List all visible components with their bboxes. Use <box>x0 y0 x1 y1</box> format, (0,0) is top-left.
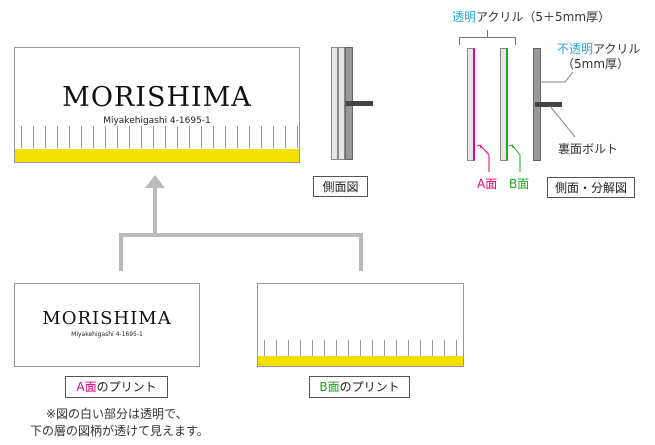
print-b-label: B面のプリント <box>309 376 410 398</box>
side-view-label: 側面図 <box>313 176 368 197</box>
bracket <box>459 37 516 45</box>
print-a-preview: MORISHIMA Miyakehigashi 4-1695-1 <box>14 283 200 367</box>
print-a-name: MORISHIMA <box>42 308 172 329</box>
print-b-illustration <box>258 340 463 357</box>
face-b-letter: B <box>509 177 518 191</box>
bolt-label: 裏面ボルト <box>558 142 619 156</box>
opaque-rest: アクリル <box>593 42 641 56</box>
print-a-address: Miyakehigashi 4-1695-1 <box>71 331 143 338</box>
print-b-preview <box>257 283 464 367</box>
face-a-label: A面 <box>477 175 497 192</box>
sign-name: MORISHIMA <box>62 82 252 113</box>
bracket-stem <box>487 30 488 37</box>
merge-arrow <box>119 175 363 271</box>
face-b-suffix: 面 <box>517 177 530 191</box>
print-a-rest: のプリント <box>96 380 157 394</box>
print-b-yellow-band <box>258 356 463 366</box>
note-line-1: ※図の白い部分は透明で、 <box>46 407 188 421</box>
face-a-suffix: 面 <box>485 177 498 191</box>
sign-preview-composite: MORISHIMA Miyakehigashi 4-1695-1 <box>14 47 300 163</box>
exploded-panel-a <box>467 48 475 161</box>
opaque-highlight: 不透明 <box>557 42 594 56</box>
leader-lines <box>476 71 576 172</box>
sign-address: Miyakehigashi 4-1695-1 <box>103 116 211 126</box>
face-a-letter: A <box>477 177 486 191</box>
side-bolt <box>346 101 373 106</box>
opaque-acrylic-label: 不透明アクリル <box>557 40 640 57</box>
face-b-label: B面 <box>509 175 529 192</box>
clear-acrylic-label: 透明アクリル（5＋5mm厚） <box>452 8 610 25</box>
opaque-thickness: （5mm厚） <box>562 57 630 71</box>
note-line-2: 下の層の図柄が透けて見えます。 <box>30 424 209 438</box>
exploded-bolt <box>535 102 562 107</box>
side-panel-clear-2 <box>338 47 345 160</box>
yellow-band <box>15 149 299 162</box>
print-a-letter: A面 <box>76 380 97 394</box>
exploded-panel-b <box>500 48 508 161</box>
print-b-rest: のプリント <box>339 380 400 394</box>
character-illustration <box>15 126 299 148</box>
exploded-view-label: 側面・分解図 <box>547 177 635 198</box>
print-b-letter: B面 <box>319 380 340 394</box>
clear-highlight: 透明 <box>452 10 477 24</box>
side-panel-clear-1 <box>331 47 338 160</box>
print-a-label: A面のプリント <box>65 376 168 398</box>
clear-rest: アクリル（5＋5mm厚） <box>476 10 611 24</box>
